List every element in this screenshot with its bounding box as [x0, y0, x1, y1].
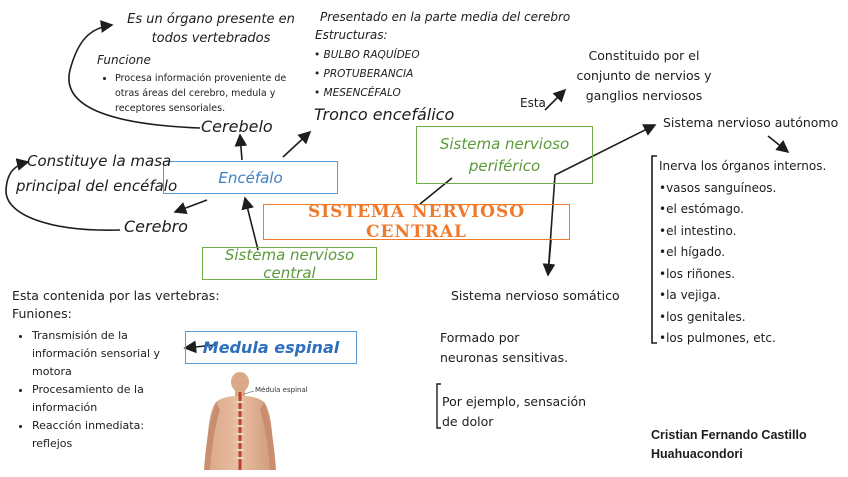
periferico-constituido: Constituido por el conjunto de nervios y… [576, 48, 712, 103]
encefalo-box: Encéfalo [163, 161, 338, 194]
arrow-medula-text [183, 340, 216, 354]
cerebro-desc-2: principal del encéfalo [16, 177, 178, 195]
autonomo-item-4: •el hígado. [659, 245, 726, 259]
tronco-item-3: • MESENCÉFALO [314, 87, 401, 99]
autonomo-item-5: •los riñones. [659, 266, 736, 281]
autonomo-item-0: Inerva los órganos internos. [659, 159, 827, 173]
tronco-label: Tronco encefálico [314, 105, 455, 124]
arrow-cerebro-desc [5, 158, 121, 231]
snc-box: Sistema nervioso central [202, 245, 377, 282]
medula-list: Transmisión de la información sensorial … [14, 327, 186, 453]
arrow-autonomo-list [767, 135, 790, 153]
autonomo-list: Inerva los órganos internos. •vasos sang… [659, 156, 826, 350]
snc-label: Sistema nervioso central [224, 245, 355, 282]
back-anatomy-illustration [204, 372, 276, 470]
autonomo-item-8: •los pulmones, etc. [659, 331, 776, 345]
author-line-1: Cristian Fernando Castillo [651, 428, 807, 442]
tronco-heading: Estructuras: [315, 28, 388, 42]
autonomo-label: Sistema nervioso autónomo [663, 115, 839, 130]
cerebelo-label: Cerebelo [201, 117, 273, 136]
somatico-label: Sistema nervioso somático [451, 288, 620, 303]
bracket-ejemplo [436, 383, 441, 429]
medula-item-1: Transmisión de la información sensorial … [32, 327, 186, 381]
arrow-center-snp [419, 177, 453, 205]
arrow-encefalo-cerebro [173, 199, 208, 215]
center-title: SISTEMA NERVIOSO CENTRAL [307, 202, 526, 242]
periferico-esta: Esta [520, 96, 546, 110]
somatico-formado: Formado por neuronas sensitivas. [440, 330, 569, 365]
cerebelo-bullet: Procesa información proveniente de otras… [115, 71, 309, 116]
tronco-intro: Presentado en la parte media del cerebro [320, 10, 571, 24]
author-name: Cristian Fernando Castillo Huahuacondori [651, 426, 807, 464]
cerebro-desc-1: Constituye la masa [27, 152, 172, 170]
autonomo-item-6: •la vejiga. [659, 288, 721, 302]
arrow-snc-encefalo [241, 196, 259, 251]
spine-image: Médula espinal [202, 372, 314, 470]
cerebelo-intro: Es un órgano presente en todos vertebrad… [127, 12, 295, 46]
snp-box: Sistema nervioso periférico [416, 126, 593, 184]
snp-label-line1: Sistema nervioso [439, 135, 570, 153]
somatico-ejemplo: Por ejemplo, sensación de dolor [442, 394, 587, 429]
medula-intro: Esta contenida por las vertebras: [12, 288, 220, 303]
bracket-autonomo [651, 155, 657, 344]
medula-box: Medula espinal [185, 331, 357, 364]
tronco-item-1: • BULBO RAQUÍDEO [314, 49, 420, 61]
arrow-encefalo-cerebelo [234, 133, 248, 161]
medula-heading: Funiones: [12, 306, 72, 321]
arrow-cerebelo-intro [68, 20, 201, 129]
cerebelo-bullets: Procesa información proveniente de otras… [97, 71, 309, 116]
snp-label-line2: periférico [468, 157, 541, 175]
arrow-encefalo-tronco [282, 130, 312, 158]
spine-image-caption: Médula espinal [255, 386, 308, 394]
arrow-branch-somatico [542, 239, 556, 277]
tronco-item-2: • PROTUBERANCIA [314, 68, 414, 80]
encefalo-label: Encéfalo [218, 168, 283, 187]
autonomo-item-3: •el intestino. [659, 223, 737, 238]
autonomo-item-1: •vasos sanguíneos. [659, 180, 777, 195]
cerebro-label: Cerebro [124, 217, 188, 236]
autonomo-item-2: •el estómago. [659, 202, 744, 216]
arrow-snp-constituido [544, 88, 567, 111]
autonomo-item-7: •los genitales. [659, 309, 746, 324]
center-box: SISTEMA NERVIOSO CENTRAL [263, 202, 570, 242]
medula-item-3: Reacción inmediata: reflejos [32, 417, 186, 453]
tronco-items: • BULBO RAQUÍDEO • PROTUBERANCIA • MESEN… [314, 46, 420, 103]
author-line-2: Huahuacondori [651, 447, 743, 461]
medula-item-2: Procesamiento de la información [32, 381, 186, 417]
medula-label: Medula espinal [202, 338, 340, 357]
cerebelo-heading: Funcione [97, 53, 151, 67]
